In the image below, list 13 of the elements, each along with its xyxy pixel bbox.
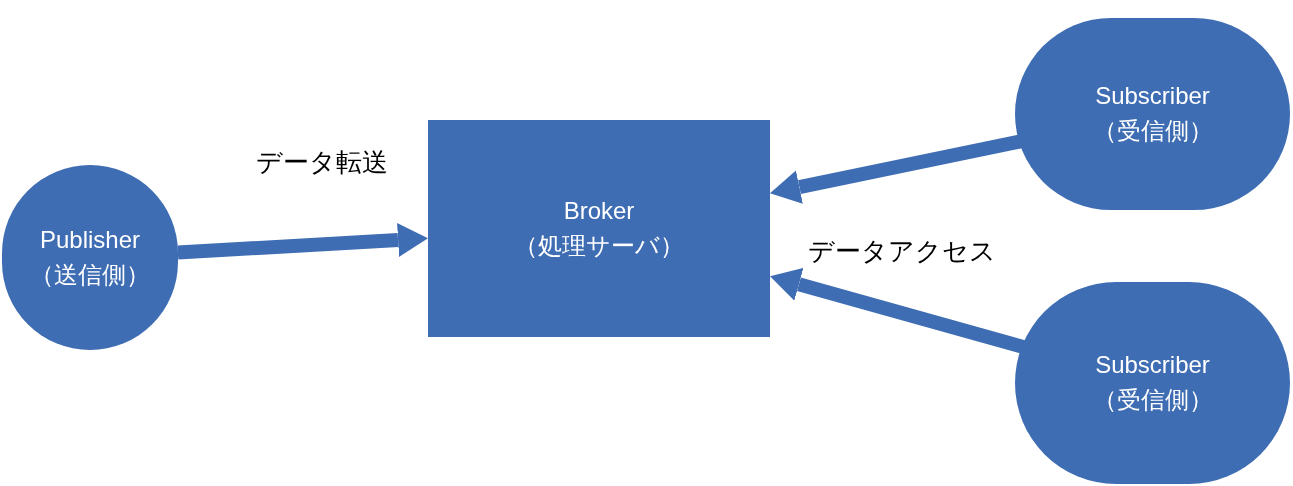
- process-box: [428, 120, 770, 337]
- arrow: [177, 223, 428, 260]
- node-label: （送信側）: [30, 259, 150, 290]
- node-label: （受信側）: [1092, 116, 1213, 146]
- arrow: [770, 267, 1026, 354]
- node-label: （処理サーバ）: [514, 230, 684, 261]
- node-label: （受信側）: [1092, 385, 1213, 415]
- node-label: Publisher: [39, 224, 141, 255]
- node-label: Subscriber: [1095, 81, 1210, 112]
- node-label: Subscriber: [1095, 350, 1210, 381]
- annotation-label: データアクセス: [808, 235, 996, 268]
- arrow: [770, 134, 1023, 204]
- node-label: Broker: [563, 195, 635, 226]
